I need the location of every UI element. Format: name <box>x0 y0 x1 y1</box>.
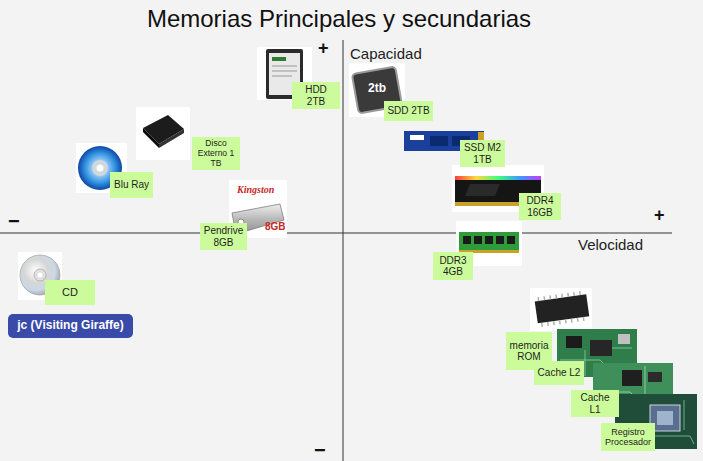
external-disk-picture <box>136 107 190 160</box>
sticky-note: DDR4 16GB <box>519 193 561 220</box>
note-text: DDR4 16GB <box>522 195 558 218</box>
sticky-note: Blu Ray <box>110 172 153 198</box>
ddr3-picture-part <box>463 236 471 244</box>
ddr3-picture-part <box>474 236 482 244</box>
rom-chip-picture-part <box>534 290 590 327</box>
sticky-note: DDR3 4GB <box>433 252 473 280</box>
note-text: Disco Externo 1 TB <box>195 139 237 168</box>
ddr3-picture-part <box>507 236 515 244</box>
note-text: memoria ROM <box>509 340 549 363</box>
bluray-picture-part <box>92 160 108 176</box>
ddr3-picture-part <box>496 236 504 244</box>
register-processor-picture-part-part <box>655 436 694 444</box>
rom-chip-picture-part-part-part <box>555 295 557 299</box>
ddr3-picture-part <box>459 232 519 250</box>
sticky-note: Disco Externo 1 TB <box>192 137 240 170</box>
note-text: Pendrive 8GB <box>203 225 244 248</box>
sticky-note: Cache L1 <box>571 390 619 417</box>
cache-l1-picture-part <box>648 372 662 382</box>
rom-chip-picture-part-part-part <box>571 319 573 323</box>
hdd-picture-part <box>272 71 297 72</box>
axis-sign: + <box>654 206 665 224</box>
m2-ssd-picture-part <box>430 136 448 146</box>
sticky-note: HDD 2TB <box>292 82 340 109</box>
rom-chip-picture-part-part-part <box>577 318 579 322</box>
note-text: Registro Procesador <box>604 427 652 448</box>
axis-sign: − <box>314 440 326 460</box>
note-text: Blu Ray <box>114 179 149 191</box>
register-processor-picture-part <box>655 400 694 444</box>
note-text: Cache L1 <box>574 392 616 415</box>
rom-chip-picture-part-part <box>535 294 590 323</box>
rom-chip-picture-part-part-part <box>543 296 545 300</box>
cache-l1-picture-part <box>622 370 642 386</box>
note-text: HDD 2TB <box>295 84 337 107</box>
rom-chip-picture <box>530 288 592 331</box>
rom-chip-picture-part-part <box>538 291 584 327</box>
register-processor-picture-part-part <box>684 400 685 430</box>
external-disk-picture-part <box>136 107 190 160</box>
sticky-note: Pendrive 8GB <box>200 223 247 250</box>
rom-chip-picture-part-part-part <box>541 323 543 327</box>
hdd-picture-part <box>272 57 286 61</box>
rom-chip-picture-part-part-part <box>583 317 585 321</box>
rom-chip-picture-part-part-part <box>565 319 567 323</box>
rom-chip-picture-part-part-part <box>547 322 549 326</box>
m2-ssd-picture-part <box>410 135 424 140</box>
rom-chip-picture-part-part-part <box>573 292 575 296</box>
note-text: DDR3 4GB <box>436 255 470 278</box>
external-disk-picture-part <box>143 115 184 144</box>
external-disk-picture-part <box>143 128 159 148</box>
hdd-picture-part <box>272 66 297 67</box>
sticky-note: Cache L2 <box>534 361 584 385</box>
rom-chip-picture-part-part-part <box>561 294 563 298</box>
user-badge: jc (Visiting Giraffe) <box>8 314 133 338</box>
external-disk-picture-part <box>159 129 184 148</box>
sticky-note: SSD M2 1TB <box>460 140 505 167</box>
rom-chip-picture-part-part-part <box>579 291 581 295</box>
note-text: SSD M2 1TB <box>463 142 502 165</box>
rom-chip-picture-part-part-part <box>559 320 561 324</box>
cache-l2-picture-part-part <box>585 350 586 376</box>
cache-l2-picture-part-part <box>612 348 632 349</box>
ddr4-picture-part <box>465 184 500 196</box>
rom-chip-picture-part-part-part <box>553 321 555 325</box>
title: Memorias Principales y secundarias <box>147 7 531 31</box>
sticky-note: SDD 2TB <box>384 101 433 121</box>
ddr3-picture-part <box>485 236 493 244</box>
rom-chip-picture-part-part-part <box>567 293 569 297</box>
register-processor-picture-part <box>657 411 673 425</box>
note-text: jc (Visiting Giraffe) <box>17 319 123 333</box>
cache-l2-picture-part <box>566 336 582 348</box>
cache-l2-picture-part <box>618 334 630 344</box>
brand-text: Kingston <box>237 185 274 195</box>
capacity-text: 2tb <box>368 82 386 94</box>
axes-part <box>0 233 672 234</box>
cache-l2-picture-part <box>590 340 612 356</box>
axes <box>0 40 672 461</box>
rom-chip-picture-part-part-part <box>549 295 551 299</box>
sticky-note: Registro Procesador <box>601 423 655 451</box>
cd-picture-part <box>38 273 43 278</box>
rom-chip-picture-part-part-part <box>537 297 539 301</box>
axis-title: Velocidad <box>578 237 643 252</box>
note-text: SDD 2TB <box>387 105 429 117</box>
rom-chip-picture-part <box>530 288 592 331</box>
bluray-picture-part <box>97 165 104 172</box>
axes-part <box>343 40 344 461</box>
capacity-text: 8GB <box>265 222 286 232</box>
axis-title: Capacidad <box>350 46 422 61</box>
axis-sign: + <box>318 39 329 57</box>
axis-sign: − <box>8 211 20 231</box>
note-text: Cache L2 <box>538 367 581 379</box>
hdd-picture-part <box>272 76 292 77</box>
ddr4-picture-part <box>455 176 541 180</box>
sticky-note: CD <box>45 280 95 305</box>
note-text: CD <box>62 286 78 299</box>
